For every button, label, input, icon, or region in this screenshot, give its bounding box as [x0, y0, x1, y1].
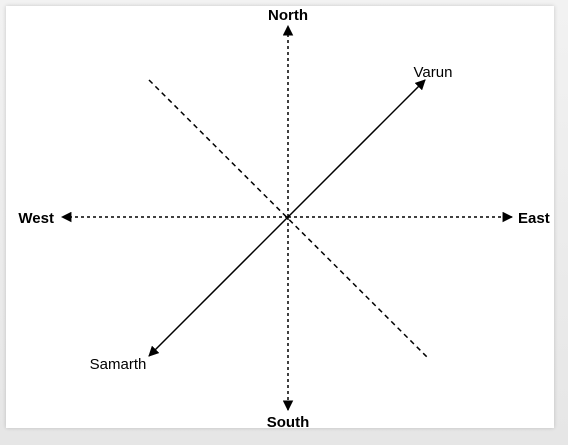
south-label: South — [267, 414, 310, 431]
samarth-arrow-line — [148, 216, 289, 357]
west-label: West — [18, 210, 54, 227]
varun-arrow-line — [287, 79, 426, 218]
north-label: North — [268, 7, 308, 24]
varun-label: Varun — [414, 64, 453, 81]
east-label: East — [518, 210, 550, 227]
northwest-southeast-dashed-line — [148, 79, 428, 358]
samarth-label: Samarth — [90, 356, 147, 373]
